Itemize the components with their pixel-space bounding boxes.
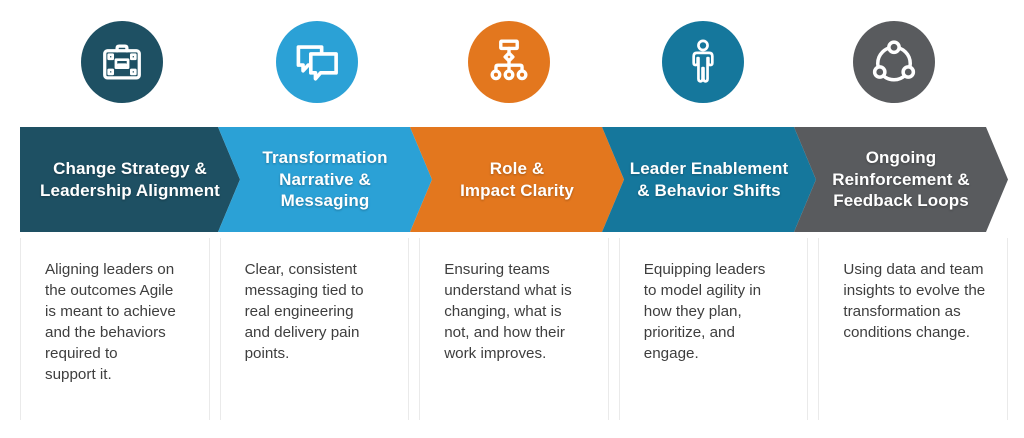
step-3-icon-circle — [468, 21, 550, 103]
step-5-description-card: Using data and team insights to evolve t… — [818, 238, 1008, 420]
step-1-title: Change Strategy & Leadership Alignment — [40, 159, 220, 200]
step-2-description: Clear, consistent messaging tied to real… — [244, 261, 364, 362]
step-3-description: Ensuring teams understand what is changi… — [444, 261, 572, 362]
step-1-description-card: Aligning leaders on the outcomes Agile i… — [20, 238, 210, 420]
step-5-description: Using data and team insights to evolve t… — [843, 261, 986, 341]
step-4-icon-circle — [662, 21, 744, 103]
org-chart-icon — [490, 39, 528, 81]
step-5-icon-circle — [853, 21, 935, 103]
share-cycle-icon — [872, 40, 916, 82]
briefcase-icon — [103, 44, 141, 80]
step-2-icon-circle — [276, 21, 358, 103]
icon-row — [0, 21, 1024, 103]
person-icon — [692, 39, 714, 83]
step-2-band: Transformation Narrative & Messaging — [218, 127, 432, 232]
step-2-title: Transformation Narrative & Messaging — [262, 148, 388, 211]
step-4-title: Leader Enablement & Behavior Shifts — [629, 159, 789, 200]
chat-bubbles-icon — [296, 45, 338, 81]
description-row: Aligning leaders on the outcomes Agile i… — [20, 238, 1008, 420]
step-1-icon-circle — [81, 21, 163, 103]
step-1-description: Aligning leaders on the outcomes Agile i… — [45, 261, 176, 383]
step-4-description-card: Equipping leaders to model agility in ho… — [618, 238, 809, 420]
step-5-band: Ongoing Reinforcement & Feedback Loops — [794, 127, 1008, 232]
step-5-title: Ongoing Reinforcement & Feedback Loops — [832, 148, 970, 211]
step-4-description: Equipping leaders to model agility in ho… — [643, 261, 766, 362]
step-3-description-card: Ensuring teams understand what is changi… — [419, 238, 609, 420]
process-arrow-row: Change Strategy & Leadership Alignment T… — [20, 127, 1008, 232]
step-1-band: Change Strategy & Leadership Alignment — [20, 127, 240, 232]
step-3-title: Role & Impact Clarity — [460, 159, 574, 200]
step-3-band: Role & Impact Clarity — [410, 127, 624, 232]
step-4-band: Leader Enablement & Behavior Shifts — [602, 127, 816, 232]
step-2-description-card: Clear, consistent messaging tied to real… — [219, 238, 410, 420]
